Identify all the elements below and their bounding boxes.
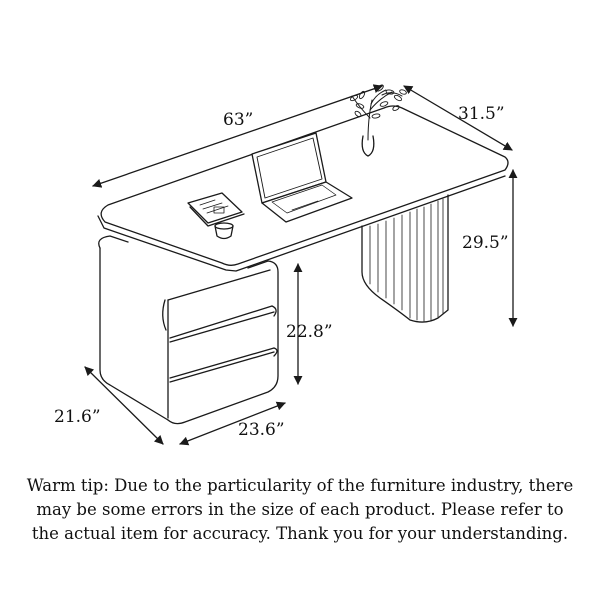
- arrow-cabinet-depth: [84, 366, 164, 445]
- book: [187, 192, 245, 227]
- drawer-cabinet: [98, 235, 279, 425]
- label-desk-depth: 31.5”: [458, 104, 505, 124]
- arrow-cabinet-width: [179, 401, 286, 446]
- label-desk-length: 63”: [223, 110, 254, 130]
- desk-dimension-drawing: [84, 84, 518, 446]
- fluted-leg: [361, 194, 449, 323]
- label-cabinet-width: 23.6”: [238, 420, 285, 440]
- label-desk-height: 29.5”: [462, 233, 509, 253]
- warm-tip-line-2: may be some errors in the size of each p…: [36, 500, 564, 519]
- label-cabinet-depth: 21.6”: [54, 407, 101, 427]
- warm-tip-note: Warm tip: Due to the particularity of th…: [0, 474, 600, 546]
- dimension-arrows: [84, 84, 518, 446]
- arrow-desk-length: [92, 84, 383, 188]
- warm-tip-line-3: the actual item for accuracy. Thank you …: [31, 524, 569, 543]
- arrow-desk-depth: [403, 85, 513, 151]
- label-cabinet-height: 22.8”: [286, 322, 333, 342]
- warm-tip-line-1: Warm tip: Due to the particularity of th…: [26, 476, 574, 495]
- cup: [214, 222, 234, 240]
